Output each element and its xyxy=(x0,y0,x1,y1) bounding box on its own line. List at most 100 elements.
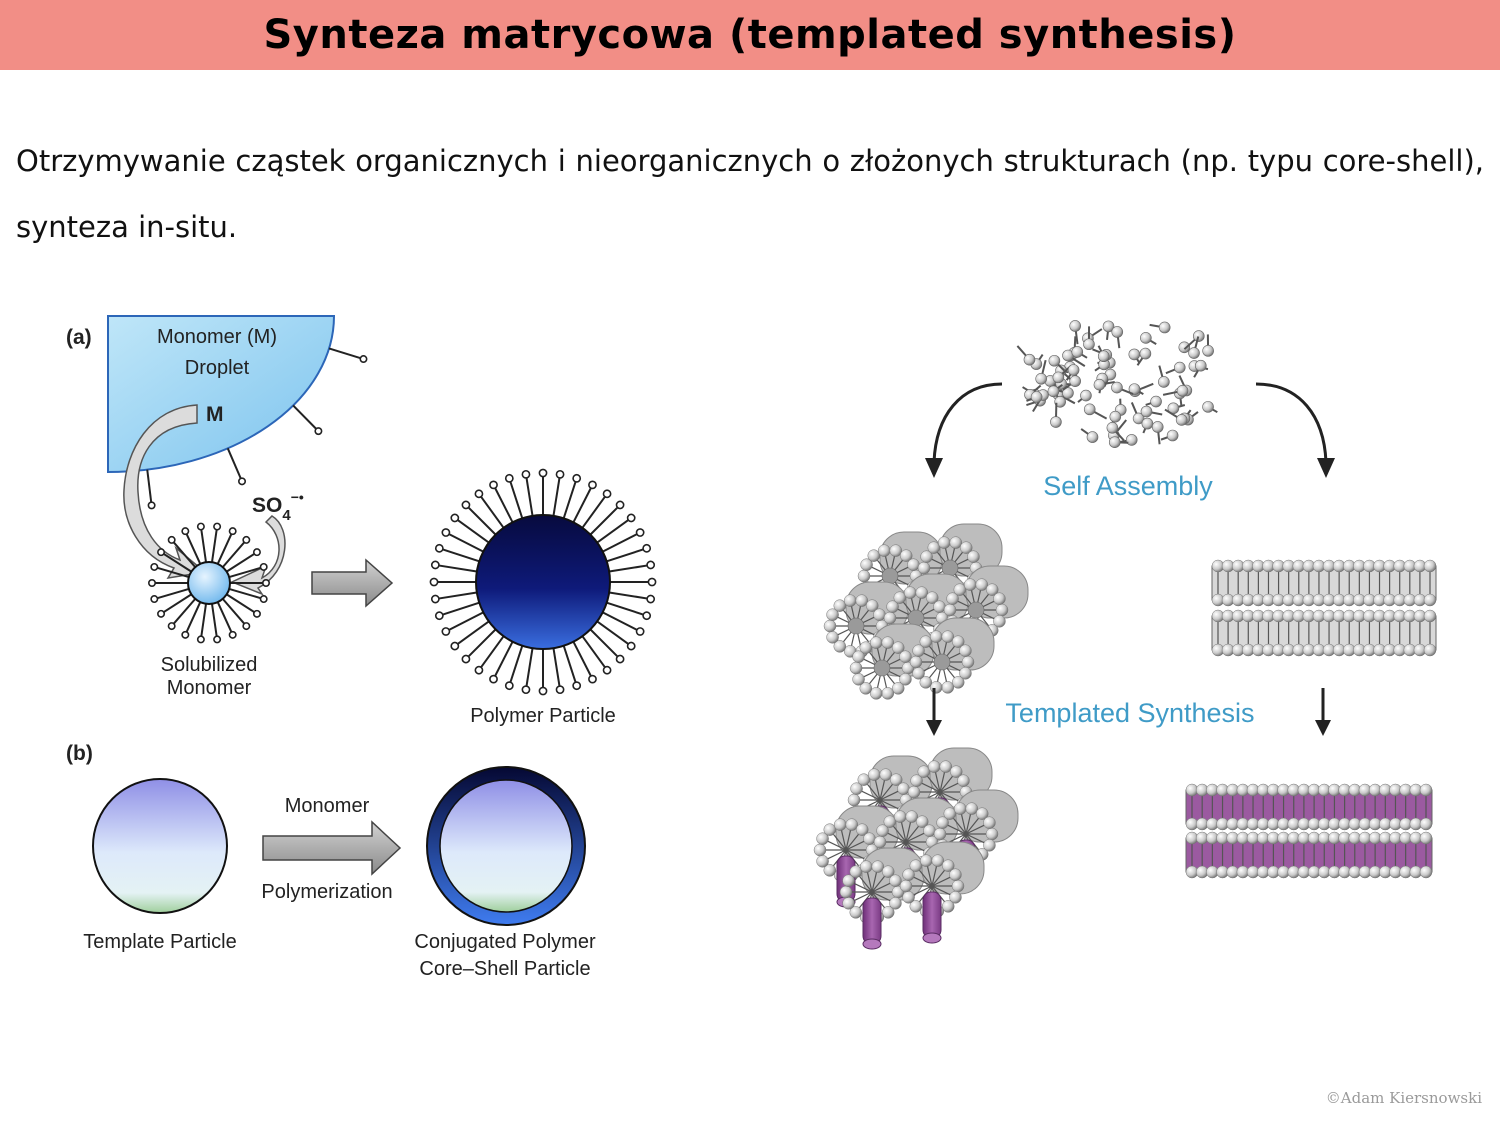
sheet-core xyxy=(1185,789,1433,825)
molecule-head xyxy=(1140,332,1152,344)
rod-tail xyxy=(833,833,847,851)
surfactant-tail xyxy=(581,635,608,671)
molecule-head xyxy=(1132,412,1145,425)
molecule-head xyxy=(1128,348,1141,361)
rod-head xyxy=(909,859,923,872)
rod-head xyxy=(826,608,839,621)
surfactant-tail xyxy=(210,526,219,563)
curved-arrow-right xyxy=(1255,382,1328,463)
surfactant-tail xyxy=(184,530,202,565)
lipid-head xyxy=(1423,593,1437,607)
rod-head xyxy=(919,854,933,867)
rod-head xyxy=(917,561,931,575)
polymer-particle xyxy=(429,468,657,696)
rod-head xyxy=(869,687,883,700)
self-assembly-molecules xyxy=(1016,320,1218,448)
rod-head xyxy=(957,774,970,787)
rod-head xyxy=(912,667,925,680)
rod-tail xyxy=(867,783,881,801)
hexagonal-micelle-rods xyxy=(823,523,1029,700)
rod-head xyxy=(953,583,967,596)
rod-tail xyxy=(874,780,881,801)
surfactant-tail xyxy=(226,593,258,615)
surfactant-head xyxy=(450,641,460,651)
surfactant-head xyxy=(252,609,261,618)
rod-head xyxy=(886,600,899,613)
molecule-head xyxy=(1109,410,1122,423)
surfactant-head xyxy=(572,473,582,483)
rod-head xyxy=(943,807,957,820)
surfactant-head xyxy=(148,578,157,587)
rod-head xyxy=(826,631,839,644)
rod-tail xyxy=(845,833,859,851)
rod-head xyxy=(951,879,965,893)
rod-head xyxy=(929,681,943,694)
rod-head xyxy=(951,676,965,689)
rod-head xyxy=(931,854,945,867)
molecule-head xyxy=(1141,417,1154,430)
curved-arrow-right-head xyxy=(1317,458,1335,478)
rod-head xyxy=(881,865,895,878)
surfactant-head xyxy=(626,513,636,523)
surfactant-head xyxy=(646,560,656,570)
surfactant-tail xyxy=(445,531,484,553)
surfactant-tail xyxy=(524,474,534,516)
surfactant-head xyxy=(521,685,531,695)
rod-head xyxy=(995,603,1009,617)
rod-head xyxy=(859,682,873,695)
rod-head xyxy=(891,682,905,695)
surfactant-tail xyxy=(562,645,578,686)
rod-head xyxy=(833,640,847,653)
solubilized-label-line2: Monomer xyxy=(167,677,252,699)
rod-tail xyxy=(879,790,899,801)
surfactant-tail xyxy=(292,404,320,432)
rod-head xyxy=(813,843,827,857)
rod-head xyxy=(899,650,912,663)
rod-head xyxy=(871,860,885,873)
lamellar-bilayers xyxy=(1211,559,1437,657)
down-arrow-left-head xyxy=(926,720,942,736)
rod-head xyxy=(842,874,855,887)
molecule-head xyxy=(1083,338,1095,351)
rod-tail xyxy=(919,869,933,887)
rod-core xyxy=(922,891,942,939)
surfactant-head xyxy=(150,595,159,604)
rod-head xyxy=(883,611,897,625)
rod-head xyxy=(881,636,895,649)
rod-head xyxy=(975,578,989,591)
template-particle-label: Template Particle xyxy=(83,931,236,953)
rod-head xyxy=(845,818,859,831)
surfactant-tail xyxy=(606,547,647,563)
molecule-head xyxy=(1173,361,1186,374)
molecule-head xyxy=(1194,359,1207,372)
surfactant-tail xyxy=(589,504,621,536)
rod-tail xyxy=(927,775,941,793)
surfactant-tail xyxy=(199,603,208,640)
rod-tail xyxy=(926,866,933,887)
reaction-arrow-a xyxy=(311,558,394,608)
molecule-head xyxy=(1097,350,1110,363)
rod-head xyxy=(909,900,923,913)
surfactant-head xyxy=(213,522,222,531)
molecule-head xyxy=(1140,405,1153,418)
molecule-head xyxy=(1150,395,1162,408)
core-shell-label-line2: Core–Shell Particle xyxy=(419,958,590,980)
rod-head xyxy=(852,673,865,686)
molecule-head xyxy=(1158,376,1170,388)
rod-core-end xyxy=(922,932,942,944)
surfactant-tail xyxy=(524,648,534,690)
rod-tail xyxy=(947,824,967,835)
surfactant-tail xyxy=(602,531,641,553)
surfactant-tail xyxy=(454,620,490,647)
surfactant-tail xyxy=(492,484,514,523)
rod-tail xyxy=(905,832,925,843)
surfactant-head xyxy=(259,562,268,571)
micelle-core xyxy=(187,561,231,605)
rod-tail xyxy=(853,882,873,893)
rod-head xyxy=(889,544,903,557)
rod-head xyxy=(833,818,847,831)
surfactant-tail xyxy=(228,565,264,579)
surfactant-tail xyxy=(170,598,197,627)
surfactant-head xyxy=(242,622,251,631)
rod-head xyxy=(915,815,929,828)
